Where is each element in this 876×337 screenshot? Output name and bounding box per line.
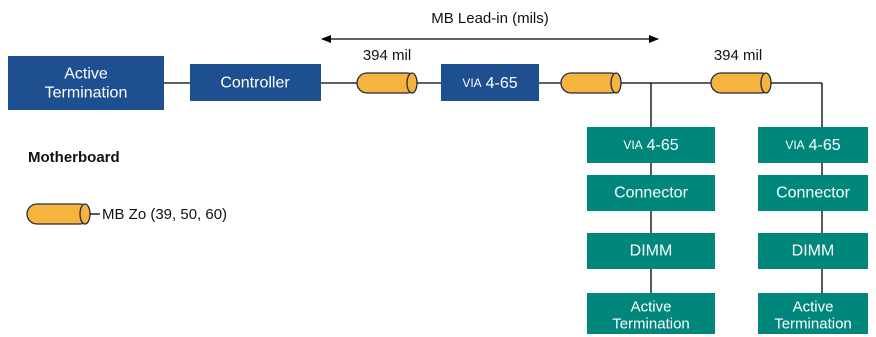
branch-2-connector-block: Connector <box>758 175 868 211</box>
branch-2-connector-label: Connector <box>776 185 850 202</box>
branch-2-via-prefix: VIA <box>785 138 804 152</box>
branch-2-termination-block: Active Termination <box>758 293 868 334</box>
main-via-block: VIA 4-65 <box>441 64 539 101</box>
mb-termination-line2: Termination <box>45 85 128 102</box>
branch-1-dimm-label: DIMM <box>630 243 673 260</box>
dimm-branch-2: VIA 4-65 Connector DIMM Active Terminatio… <box>758 127 868 334</box>
branch-1-termination-line1: Active <box>631 299 672 316</box>
legend-zo-label: MB Zo (39, 50, 60) <box>102 206 227 223</box>
branch-1-dimm-block: DIMM <box>587 233 715 269</box>
via-main-value: 4-65 <box>486 75 518 92</box>
branch-1-via-value: 4-65 <box>647 137 679 154</box>
branch-1-termination-line2: Termination <box>612 316 690 333</box>
branch-2-dimm-label: DIMM <box>792 243 835 260</box>
controller-block: Controller <box>190 64 321 101</box>
branch-2-termination-line2: Termination <box>774 316 852 333</box>
branch-1-via-block: VIA 4-65 <box>587 127 715 163</box>
trace-segment-2: 394 mil <box>710 47 772 94</box>
branch-2-via-value: 4-65 <box>809 137 841 154</box>
branch-1-termination-block: Active Termination <box>587 293 715 334</box>
branch-2-via-block: VIA 4-65 <box>758 127 868 163</box>
legend-trace-icon <box>26 203 100 225</box>
branch-2-termination-line1: Active <box>793 299 834 316</box>
controller-label: Controller <box>220 75 290 92</box>
mb-active-termination-block: Active Termination <box>8 56 164 110</box>
legend: Motherboard MB Zo (39, 50, 60) <box>26 149 227 225</box>
mb-termination-line1: Active <box>64 66 108 83</box>
main-bus-wiring <box>164 82 823 310</box>
lead-in-dimension: MB Lead-in (mils) <box>321 10 659 43</box>
trace-segment-mid <box>560 72 622 94</box>
branch-1-connector-block: Connector <box>587 175 715 211</box>
legend-section-title: Motherboard <box>28 149 120 166</box>
dimm-branch-1: VIA 4-65 Connector DIMM Active Terminatio… <box>587 127 715 334</box>
branch-2-dimm-block: DIMM <box>758 233 868 269</box>
via-main-prefix: VIA <box>462 76 481 90</box>
branch-1-connector-label: Connector <box>614 185 688 202</box>
lead-in-label: MB Lead-in (mils) <box>431 10 549 27</box>
segment-2-length: 394 mil <box>714 47 762 64</box>
trace-segment-1: 394 mil <box>356 47 418 94</box>
segment-1-length: 394 mil <box>363 47 411 64</box>
branch-1-via-prefix: VIA <box>623 138 642 152</box>
